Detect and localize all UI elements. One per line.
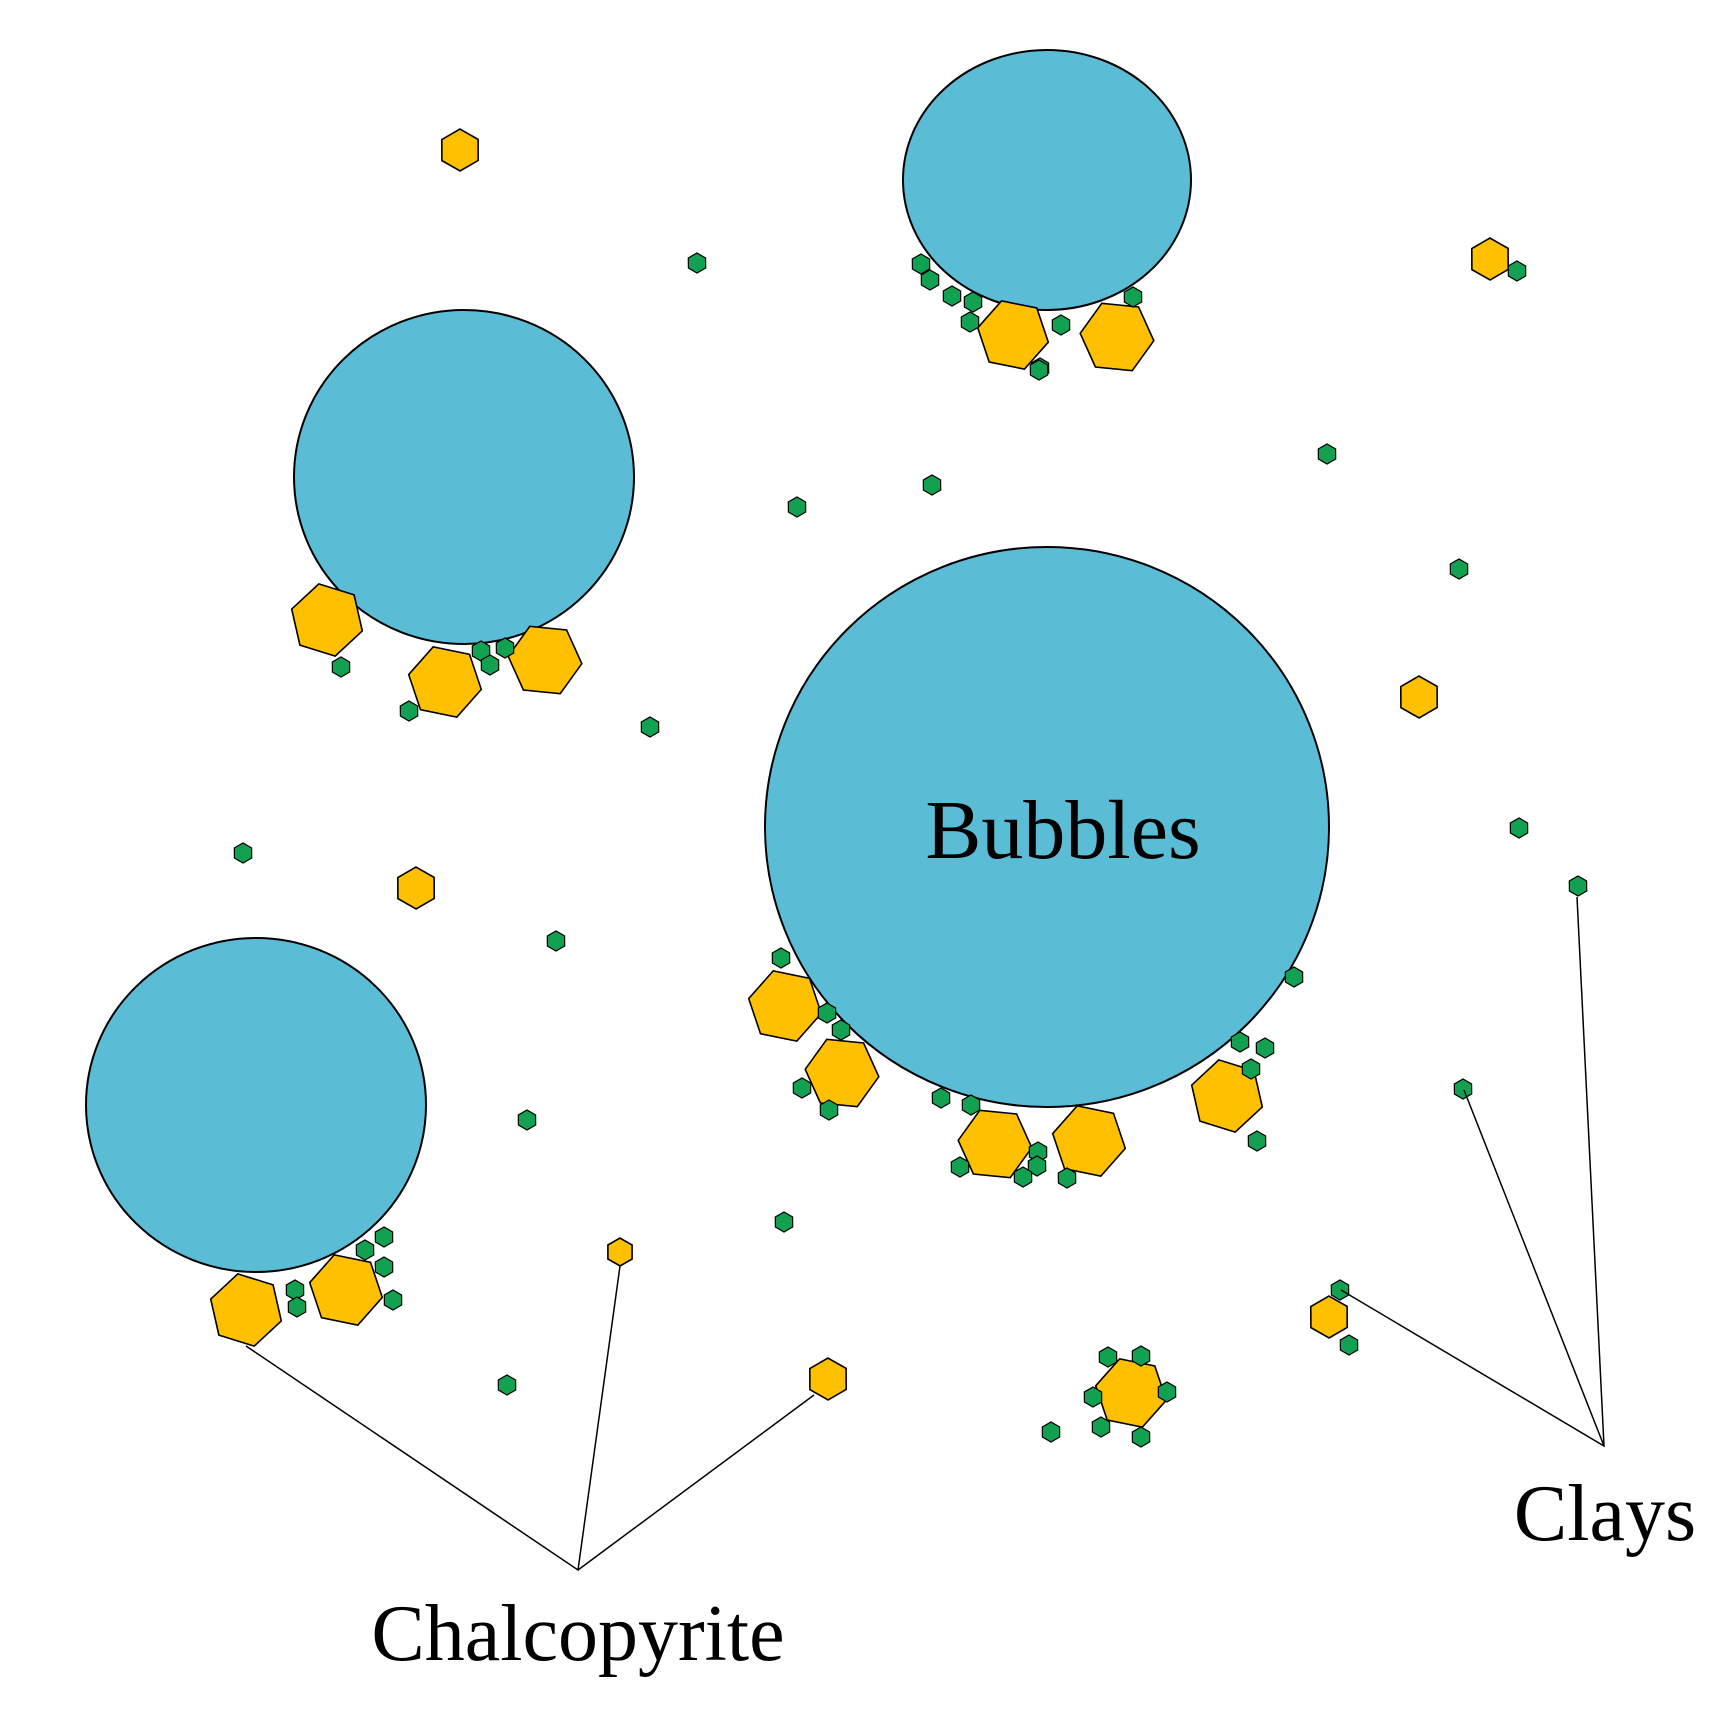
clay-particle [1029, 359, 1049, 381]
bubble [764, 546, 1330, 1108]
chalcopyrite-particle [804, 1038, 880, 1108]
clay-particle [687, 252, 707, 274]
clay-particle [1091, 1416, 1111, 1438]
chalcopyrite-particle [440, 128, 480, 172]
chalcopyrite-particle [747, 970, 823, 1042]
clay-particle [480, 654, 500, 676]
clay-particle [1241, 1058, 1261, 1080]
clay-particle [233, 842, 253, 864]
clay-particle [546, 930, 566, 952]
chalcopyrite-particle [1470, 237, 1510, 281]
clay-particle [950, 1156, 970, 1178]
clay-particle [374, 1226, 394, 1248]
clay-particle [1330, 1279, 1350, 1301]
clay-particle [331, 656, 351, 678]
clay-particle [1051, 314, 1071, 336]
leader-line [1463, 1089, 1605, 1447]
chalcopyrite-particle [607, 1237, 633, 1267]
clay-particle [1247, 1130, 1267, 1152]
clay-particle [1041, 1421, 1061, 1443]
clay-particle [374, 1256, 394, 1278]
clay-particle [1317, 443, 1337, 465]
chalcopyrite-particle [1051, 1105, 1127, 1177]
chalcopyrite-particle [808, 1357, 848, 1401]
clay-particle [399, 700, 419, 722]
clay-particle [1157, 1381, 1177, 1403]
clay-particle [792, 1077, 812, 1099]
clay-particle [1123, 286, 1143, 308]
clay-particle [1339, 1334, 1359, 1356]
chalcopyrite-layer [209, 128, 1510, 1428]
clays-layer [233, 252, 1588, 1448]
clay-particle [911, 253, 931, 275]
clay-particle [1449, 558, 1469, 580]
clay-particle [287, 1296, 307, 1318]
clay-particle [1098, 1346, 1118, 1368]
clay-particle [1131, 1345, 1151, 1367]
clay-particle [920, 269, 940, 291]
clay-particle [495, 637, 515, 659]
clay-particle [1507, 260, 1527, 282]
clay-particle [1568, 875, 1588, 897]
clay-particle [383, 1289, 403, 1311]
chalcopyrite-particle [407, 646, 483, 718]
chalcopyrite-particle [1079, 302, 1155, 372]
chalcopyrite-particle [1094, 1358, 1168, 1428]
clay-particle [817, 1002, 837, 1024]
clay-particle [285, 1279, 305, 1301]
leader-lines [245, 896, 1605, 1572]
chalcopyrite-particle [957, 1109, 1033, 1179]
clay-particle [922, 474, 942, 496]
bubble [85, 937, 427, 1273]
clay-particle [942, 285, 962, 307]
clay-particle [1453, 1078, 1473, 1100]
chalcopyrite-particle [1309, 1295, 1349, 1339]
bubble [293, 309, 635, 645]
clay-particle [1083, 1386, 1103, 1408]
clay-particle [771, 947, 791, 969]
clay-particle [960, 311, 980, 333]
chalcopyrite-particle [396, 866, 436, 910]
chalcopyrite-particle [507, 625, 583, 695]
chalcopyrite-particle [1399, 675, 1439, 719]
clay-particle [1230, 1031, 1250, 1053]
clay-particle [961, 1094, 981, 1116]
chalcopyrite-particle [290, 582, 364, 658]
clay-particle [831, 1019, 851, 1041]
clay-particle [1057, 1167, 1077, 1189]
chalcopyrite-label: Chalcopyrite [371, 1590, 784, 1678]
chalcopyrite-particle [209, 1272, 283, 1348]
clay-particle [787, 496, 807, 518]
clay-particle [1131, 1426, 1151, 1448]
clay-particle [1255, 1037, 1275, 1059]
clay-particle [963, 291, 983, 313]
clay-particle [819, 1099, 839, 1121]
clay-particle [640, 716, 660, 738]
clay-particle [1284, 966, 1304, 988]
clays-label: Clays [1514, 1470, 1696, 1558]
bubbles-layer [85, 49, 1330, 1273]
clay-particle [1027, 1155, 1047, 1177]
clay-particle [497, 1374, 517, 1396]
clay-particle [517, 1109, 537, 1131]
leader-line [577, 1394, 815, 1571]
bubble [902, 49, 1192, 311]
leader-line [1340, 896, 1605, 1448]
chalcopyrite-particle [308, 1254, 384, 1326]
clay-particle [1509, 817, 1529, 839]
clay-particle [774, 1211, 794, 1233]
clay-particle [355, 1239, 375, 1261]
clay-particle [931, 1087, 951, 1109]
bubbles-label: Bubbles [925, 784, 1200, 877]
clay-particle [1013, 1166, 1033, 1188]
